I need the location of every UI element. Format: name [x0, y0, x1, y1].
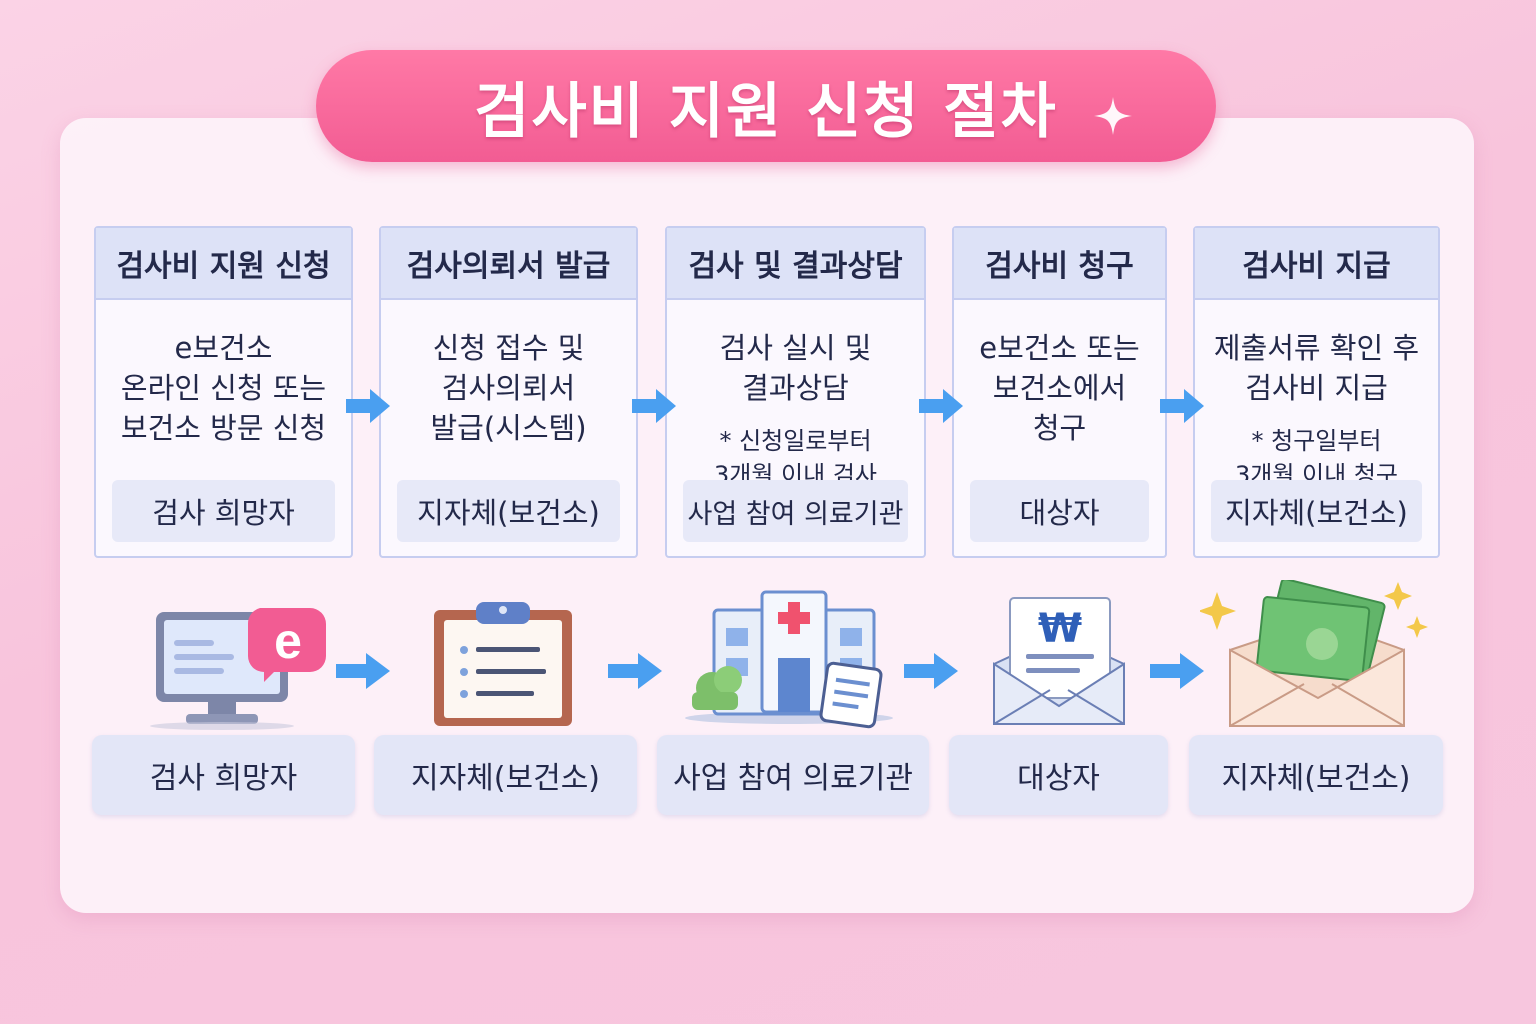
clipboard-icon [434, 602, 572, 726]
won-symbol: ₩ [1038, 606, 1082, 652]
step-description: e보건소 또는 보건소에서 청구 [979, 331, 1140, 445]
icon-label-5: 지자체(보건소) [1189, 735, 1443, 815]
step-card-4: 검사비 청구 e보건소 또는 보건소에서 청구 대상자 [952, 226, 1167, 558]
hospital-icon [685, 590, 893, 729]
arrow-right-icon [608, 653, 662, 689]
arrow-right-icon [919, 389, 963, 423]
arrow-right-icon [336, 653, 390, 689]
step-card-2: 검사의뢰서 발급 신청 접수 및 검사의뢰서 발급(시스템) 지자체(보건소) [379, 226, 638, 558]
e-badge-text: e [274, 613, 302, 669]
icon-label-2: 지자체(보건소) [374, 735, 637, 815]
step-header: 검사비 청구 [954, 228, 1165, 300]
step-actor: 대상자 [970, 480, 1149, 542]
arrow-right-icon [1160, 389, 1204, 423]
step-actor: 지자체(보건소) [397, 480, 620, 542]
step-card-5: 검사비 지급 제출서류 확인 후 검사비 지급 * 청구일부터 3개월 이내 청… [1193, 226, 1440, 558]
step-card-3: 검사 및 결과상담 검사 실시 및 결과상담 * 신청일로부터 3개월 이내 검… [665, 226, 926, 558]
step-description: 검사 실시 및 결과상담 [719, 331, 872, 405]
step-header: 검사비 지급 [1195, 228, 1438, 300]
step-header: 검사의뢰서 발급 [381, 228, 636, 300]
arrow-right-icon [904, 653, 958, 689]
icon-label-4: 대상자 [949, 735, 1168, 815]
step-card-1: 검사비 지원 신청 e보건소 온라인 신청 또는 보건소 방문 신청 검사 희망… [94, 226, 353, 558]
computer-e-icon: e [150, 608, 326, 730]
step-header: 검사비 지원 신청 [96, 228, 351, 300]
envelope-won-icon: ₩ [993, 597, 1125, 725]
step-description: e보건소 온라인 신청 또는 보건소 방문 신청 [120, 331, 327, 445]
money-envelope-icon [1200, 580, 1428, 727]
step-actor: 지자체(보건소) [1211, 480, 1422, 542]
icon-label-3: 사업 참여 의료기관 [657, 735, 929, 815]
icon-label-1: 검사 희망자 [92, 735, 355, 815]
step-actor: 사업 참여 의료기관 [683, 480, 908, 542]
page-title: 검사비 지원 신청 절차 [474, 76, 1058, 147]
arrow-right-icon [632, 389, 676, 423]
step-actor: 검사 희망자 [112, 480, 335, 542]
arrow-right-icon [346, 389, 390, 423]
step-header: 검사 및 결과상담 [667, 228, 924, 300]
arrow-right-icon [1150, 653, 1204, 689]
step-description: 신청 접수 및 검사의뢰서 발급(시스템) [430, 331, 587, 445]
step-description: 제출서류 확인 후 검사비 지급 [1213, 331, 1420, 405]
sparkle-icon [1094, 97, 1132, 135]
title-banner: 검사비 지원 신청 절차 [316, 50, 1216, 162]
